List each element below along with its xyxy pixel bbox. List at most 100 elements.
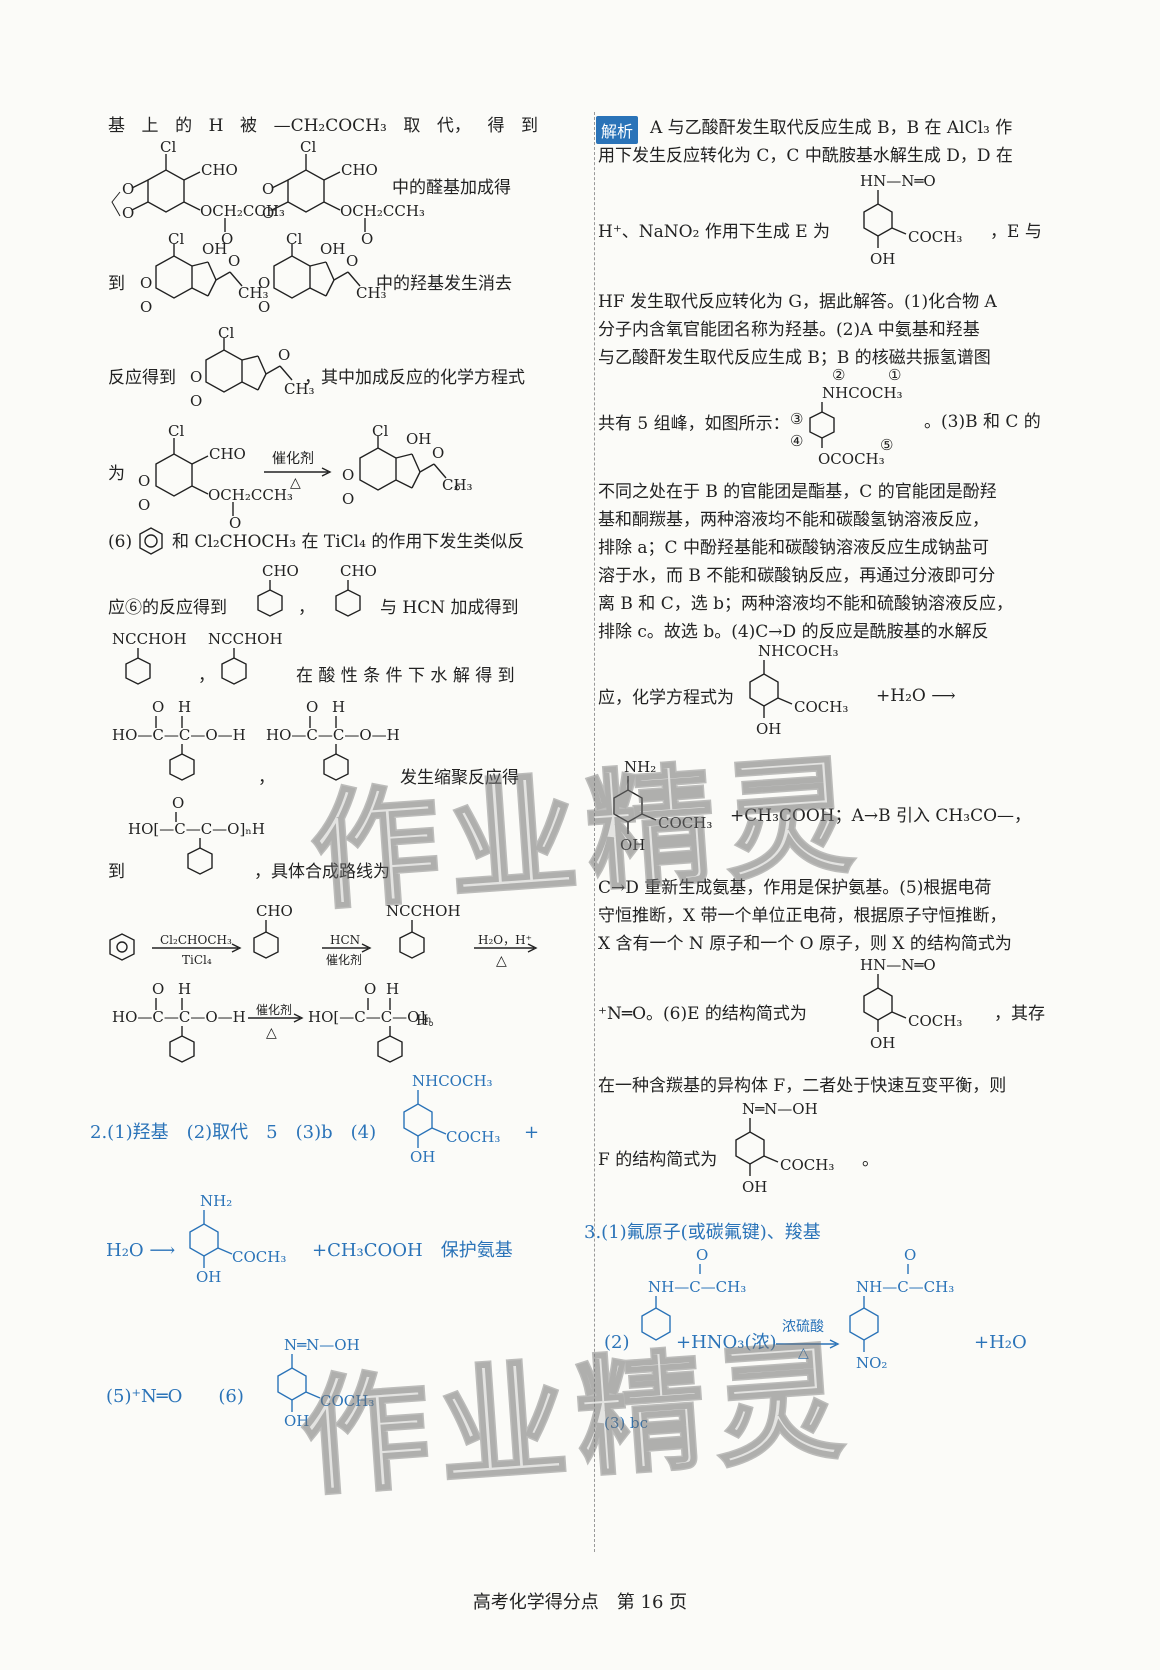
svg-text:OH: OH — [620, 836, 645, 854]
left-line-7a: 应⑥的反应得到 — [108, 598, 227, 618]
svg-text:④: ④ — [790, 432, 803, 450]
svg-text:Cl: Cl — [168, 422, 184, 440]
answer-2-plus: + — [524, 1122, 540, 1143]
answer-3-catalyst: 浓硫酸 — [782, 1319, 824, 1335]
right-line-14b: +H₂O ⟶ — [876, 686, 956, 706]
right-line-17: 守恒推断，X 带一个单位正电荷，根据原子守恒推断， — [598, 906, 1007, 926]
structure-e-diazo: HN—N═O COCH₃ OH — [860, 172, 962, 268]
svg-text:HN—N═O: HN—N═O — [860, 172, 936, 190]
svg-text:HO—C—C—O—H: HO—C—C—O—H — [112, 1008, 246, 1026]
svg-text:OH: OH — [756, 720, 781, 738]
left-line-7c: 与 HCN 加成得到 — [380, 598, 519, 618]
svg-text:COCH₃: COCH₃ — [232, 1248, 286, 1266]
svg-text:O: O — [258, 298, 270, 316]
structure-answer-amine: NH₂ COCH₃ OH — [189, 1192, 286, 1286]
svg-text:O: O — [904, 1246, 916, 1264]
svg-text:NHCOCH₃: NHCOCH₃ — [758, 642, 839, 660]
route-end: H。 — [416, 1013, 443, 1029]
right-line-13: 排除 c。故选 b。(4)C→D 的反应是酰胺基的水解反 — [598, 622, 989, 642]
svg-text:O: O — [190, 392, 202, 410]
svg-text:O: O — [229, 514, 241, 532]
left-line-4b: ，其中加成反应的化学方程式 — [304, 368, 525, 388]
svg-text:O: O — [122, 180, 134, 198]
structure-cyanohydrin-a: NCCHOH — [112, 630, 187, 685]
svg-text:OH: OH — [320, 240, 345, 258]
right-line-11: 溶于水，而 B 不能和碳酸钠反应，再通过分液即可分 — [598, 566, 996, 586]
svg-text:②: ② — [832, 366, 845, 384]
svg-text:OH: OH — [196, 1268, 221, 1286]
answer-3-arrow — [776, 1339, 840, 1349]
structure-hydroxy-a: Cl OH O CH₃ OO — [140, 230, 269, 316]
left-line-10b: ，具体合成路线为 — [254, 862, 390, 882]
right-line-21b: 。 — [862, 1150, 879, 1170]
svg-text:H: H — [386, 980, 399, 998]
column-divider — [594, 112, 595, 1552]
svg-text:O: O — [278, 346, 290, 364]
left-line-10a: 到 — [108, 862, 125, 882]
svg-text:OH: OH — [410, 1148, 435, 1166]
svg-text:O: O — [172, 794, 184, 812]
svg-text:COCH₃: COCH₃ — [908, 228, 962, 246]
svg-text:O: O — [228, 252, 240, 270]
route-reagent-1: Cl₂CHOCH₃ — [160, 933, 232, 947]
answer-2-line: 2.(1)羟基 (2)取代 5 (3)b (4) — [90, 1122, 377, 1143]
svg-text:CHO: CHO — [256, 902, 293, 920]
svg-text:O: O — [262, 204, 274, 222]
right-line-6: 与乙酸酐发生取代反应生成 B；B 的核磁共振氢谱图 — [598, 348, 991, 368]
svg-text:NCCHOH: NCCHOH — [208, 630, 283, 648]
svg-text:COCH₃: COCH₃ — [908, 1012, 962, 1030]
structure-answer-diazo: N═N—OH COCH₃ OH — [277, 1336, 374, 1430]
svg-text:O: O — [306, 698, 318, 716]
svg-text:OCH₂CCH₃: OCH₂CCH₃ — [200, 202, 285, 220]
arrow-label-catalyst: 催化剂 — [272, 451, 314, 467]
svg-text:CH₃: CH₃ — [238, 284, 269, 302]
answer-3-part3: (3) bc — [604, 1414, 649, 1432]
watermark-left: 作业精灵 — [305, 739, 869, 929]
right-line-3a: H⁺、NaNO₂ 作用下生成 E 为 — [598, 222, 831, 242]
svg-text:Cl: Cl — [286, 230, 302, 248]
svg-text:CHO: CHO — [340, 562, 377, 580]
svg-text:HN—N═O: HN—N═O — [860, 956, 936, 974]
route-row-1: CHO NCCHOH — [109, 902, 538, 961]
structure-polymer: O HO[—C—C—O]ₙH — [128, 794, 265, 875]
svg-text:O: O — [432, 444, 444, 462]
svg-text:NO₂: NO₂ — [856, 1354, 887, 1372]
right-line-21a: F 的结构简式为 — [598, 1150, 718, 1170]
right-line-12: 离 B 和 C，选 b；两种溶液均不能和硫酸钠溶液反应， — [598, 594, 1013, 614]
svg-text:H: H — [178, 980, 191, 998]
svg-text:HO[—C—C—O]ₙH: HO[—C—C—O]ₙH — [128, 820, 265, 838]
structure-aldehyde-b: Cl CHO OCH₂CCH₃ O OO — [262, 138, 425, 248]
structure-reactant-aldehyde: Cl CHO OCH₂CCH₃ O OO — [138, 422, 293, 532]
structure-cyanohydrin-b: NCCHOH — [208, 630, 283, 685]
svg-text:NCCHOH: NCCHOH — [112, 630, 187, 648]
svg-text:⑤: ⑤ — [880, 436, 893, 454]
route-reagent-4: 催化剂 — [256, 1003, 293, 1017]
svg-text:O: O — [342, 490, 354, 508]
svg-text:CHO: CHO — [341, 161, 378, 179]
left-line-5-end: 。 — [454, 474, 471, 494]
answer-3-delta: △ — [798, 1345, 809, 1361]
svg-text:OCOCH₃: OCOCH₃ — [818, 450, 885, 468]
structure-product-hydroxy: Cl OH O CH₃ OO — [342, 422, 473, 508]
route-reagent-1b: TiCl₄ — [182, 953, 212, 967]
watermark-bottom: 作业精灵 — [295, 1325, 859, 1515]
svg-text:H: H — [178, 698, 191, 716]
answer-2-water: H₂O ⟶ — [106, 1240, 176, 1261]
svg-text:NHCOCH₃: NHCOCH₃ — [822, 384, 903, 402]
right-line-4: HF 发生取代反应转化为 G，据此解答。(1)化合物 A — [598, 292, 997, 312]
left-line-6a: (6) — [108, 532, 133, 552]
answer-2-part5: (5)⁺N═O (6) — [106, 1386, 244, 1407]
svg-text:NCCHOH: NCCHOH — [386, 902, 461, 920]
structure-d-amine: NH₂ COCH₃ OH — [613, 758, 712, 854]
svg-text:Cl: Cl — [168, 230, 184, 248]
svg-text:HO—C—C—O—H: HO—C—C—O—H — [266, 726, 400, 744]
svg-text:HO[—C—C—O]ₙ: HO[—C—C—O]ₙ — [308, 1008, 432, 1026]
reaction-arrow-catalyst — [264, 467, 332, 477]
svg-text:CHO: CHO — [201, 161, 238, 179]
svg-text:O: O — [258, 274, 270, 292]
left-line-7b: ， — [298, 598, 315, 618]
